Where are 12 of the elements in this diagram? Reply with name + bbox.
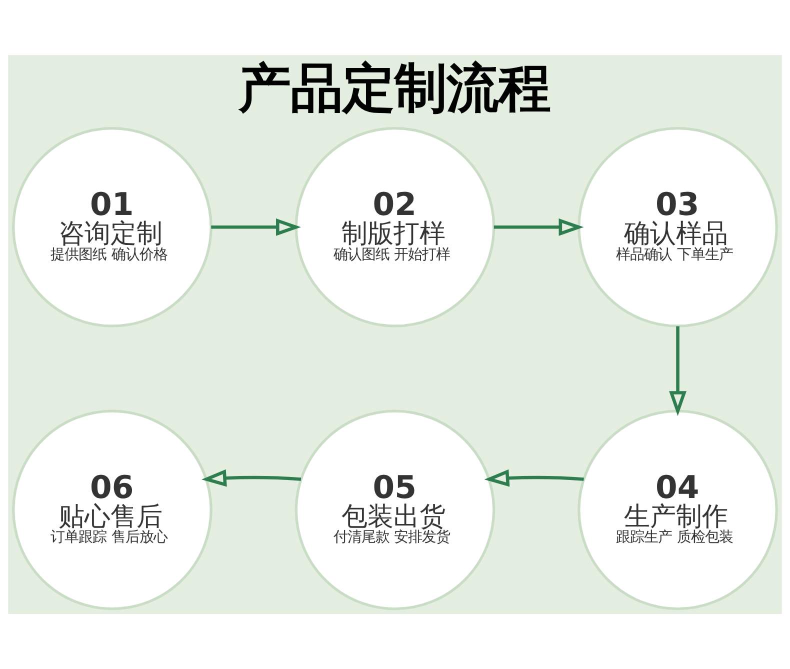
arrow	[484, 469, 584, 487]
diagram-title: 产品定制流程	[238, 58, 551, 120]
arrow	[201, 469, 302, 487]
arrow	[211, 218, 301, 236]
node-circle: 03 确认样品 样品确认 下单生产	[578, 127, 778, 328]
node-circle: 02 制版打样 确认图纸 开始打样	[294, 127, 496, 328]
node-circle: 04 生产制作 跟踪生产 质检包装	[578, 410, 778, 610]
arrow	[669, 326, 686, 416]
node-circle: 05 包装出货 付清尾款 安排发货	[294, 410, 496, 610]
arrow	[494, 218, 584, 236]
node-circle: 01 咨询定制 提供图纸 确认价格	[12, 127, 212, 328]
node-circle: 06 贴心售后 订单跟踪 售后放心	[12, 410, 212, 610]
